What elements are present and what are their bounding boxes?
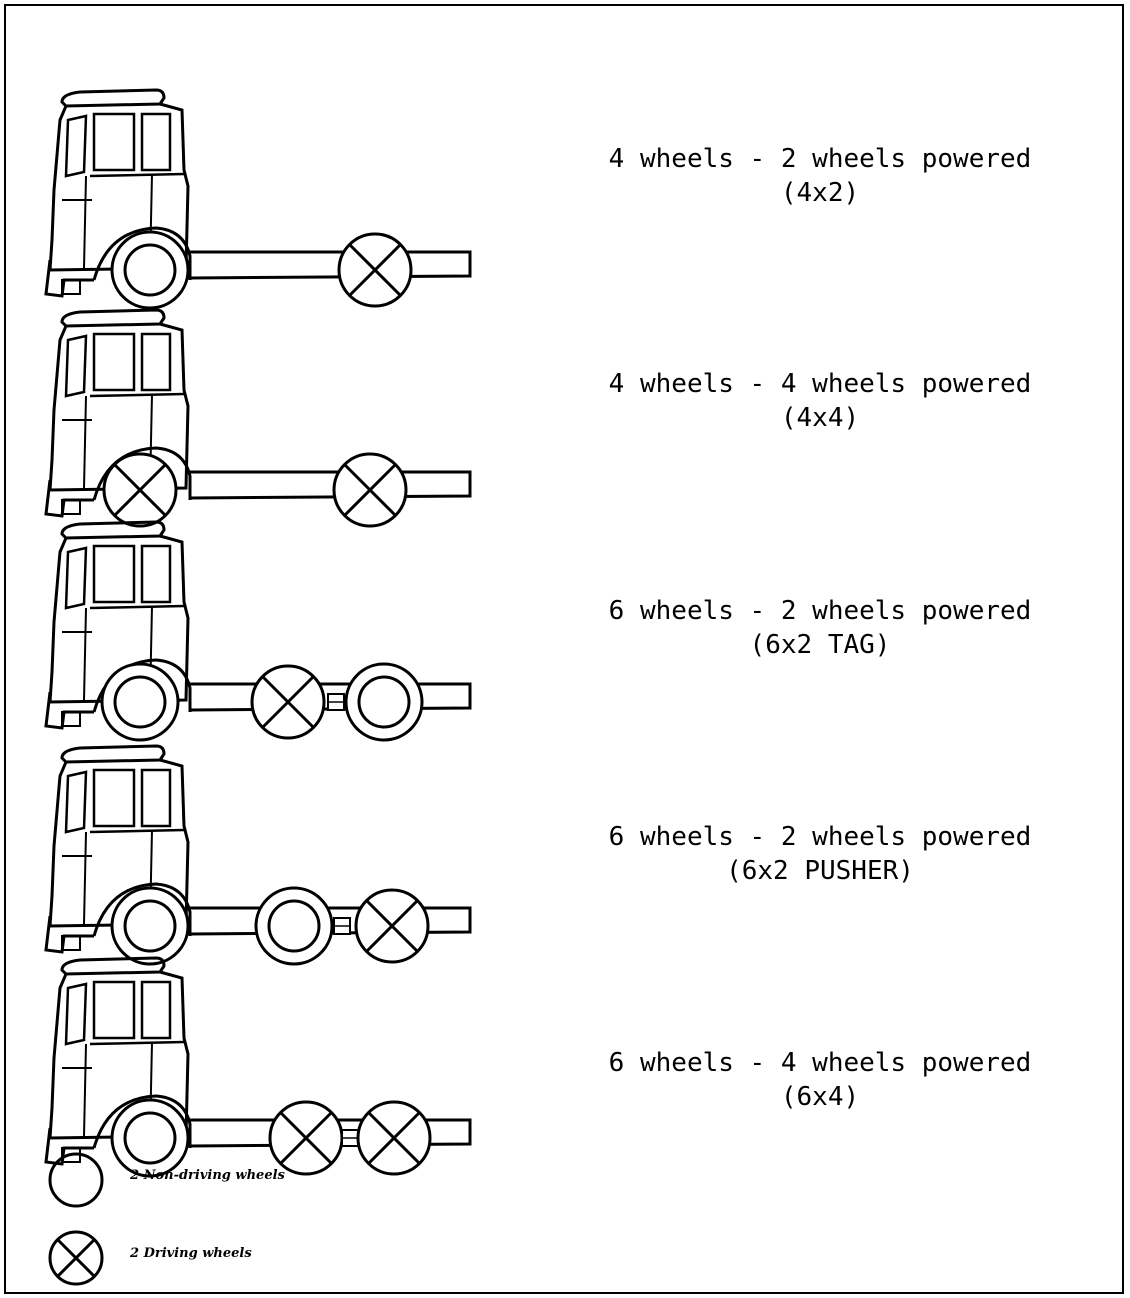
truck-6x2-tag-illustration [44, 520, 472, 742]
diagram-frame [4, 4, 1124, 1294]
legend-non-driving-label: 2 Non-driving wheels [130, 1168, 285, 1183]
non-driving-wheel-icon [48, 1152, 104, 1208]
caption-6x2-tag-code: (6x2 TAG) [749, 630, 891, 660]
truck-6x4-illustration [44, 956, 472, 1178]
driving-wheel-icon [48, 1230, 104, 1286]
caption-6x4-description: 6 wheels - 4 wheels powered [608, 1048, 1032, 1078]
caption-4x2-description: 4 wheels - 2 wheels powered [608, 144, 1032, 174]
caption-6x2-pusher: 6 wheels - 2 wheels powered (6x2 PUSHER) [560, 820, 1080, 888]
caption-4x4: 4 wheels - 4 wheels powered (4x4) [560, 367, 1080, 435]
caption-6x2-tag-description: 6 wheels - 2 wheels powered [608, 596, 1032, 626]
caption-6x2-pusher-description: 6 wheels - 2 wheels powered [608, 822, 1032, 852]
legend-driving-label: 2 Driving wheels [130, 1246, 252, 1261]
legend-driving: 2 Driving wheels [44, 1228, 444, 1288]
truck-4x4-illustration [44, 308, 472, 528]
caption-6x2-tag: 6 wheels - 2 wheels powered (6x2 TAG) [560, 594, 1080, 662]
truck-6x2-pusher-illustration [44, 744, 472, 966]
caption-4x4-description: 4 wheels - 4 wheels powered [608, 369, 1032, 399]
caption-6x4-code: (6x4) [780, 1082, 860, 1112]
caption-6x4: 6 wheels - 4 wheels powered (6x4) [560, 1046, 1080, 1114]
caption-6x2-pusher-code: (6x2 PUSHER) [726, 856, 914, 886]
caption-4x2: 4 wheels - 2 wheels powered (4x2) [560, 142, 1080, 210]
caption-4x2-code: (4x2) [780, 178, 860, 208]
caption-4x4-code: (4x4) [780, 403, 860, 433]
legend-non-driving: 2 Non-driving wheels [44, 1150, 444, 1210]
truck-4x2-illustration [44, 88, 472, 310]
